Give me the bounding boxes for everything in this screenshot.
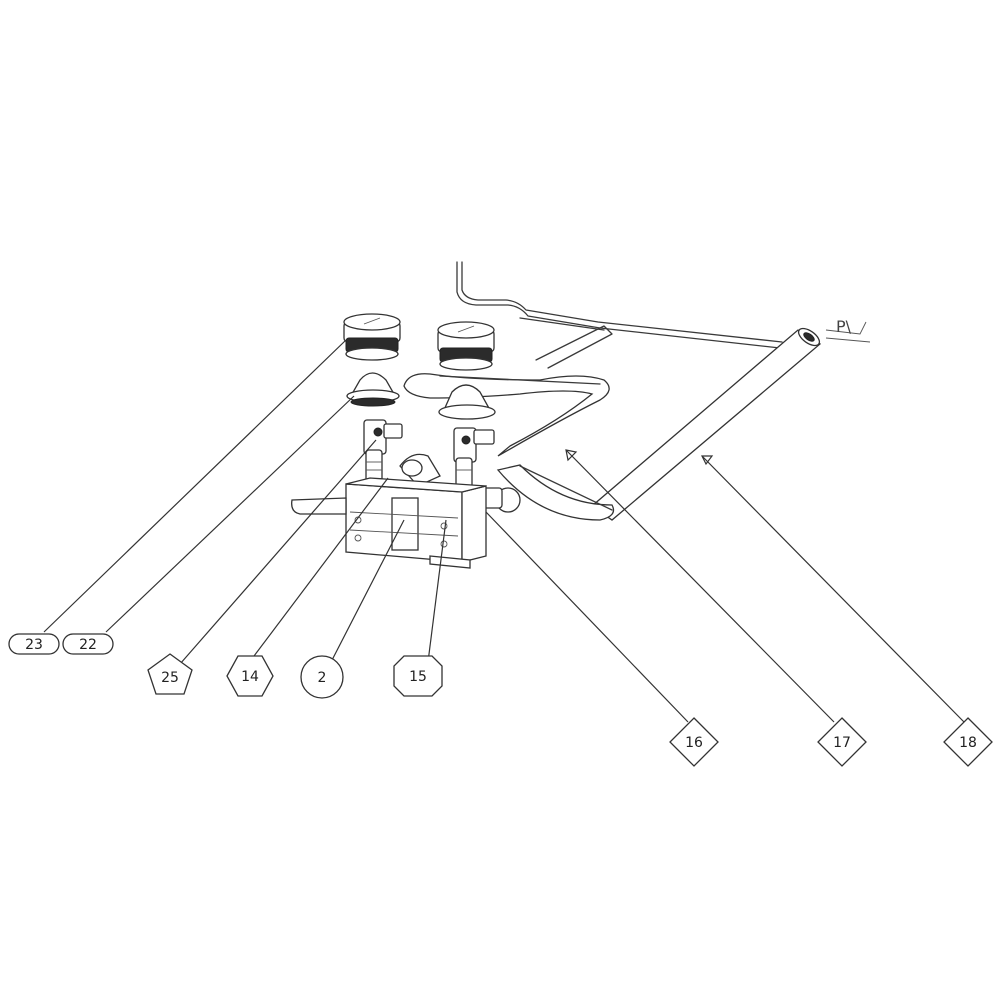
callout-23-label: 23 (25, 637, 43, 653)
leader-lines (43, 339, 965, 723)
callout-23: 23 (8, 633, 60, 655)
callout-18: 18 (943, 717, 993, 767)
valve-left (363, 419, 403, 485)
cap-right (437, 321, 495, 371)
gasket-left (346, 372, 400, 407)
callout-2: 2 (300, 655, 344, 699)
callout-22-label: 22 (79, 637, 97, 653)
callout-18-label: 18 (959, 735, 977, 751)
callout-17-label: 17 (833, 735, 851, 751)
straight-tube (590, 327, 822, 521)
callout-16-label: 16 (685, 735, 703, 751)
callout-2-label: 2 (318, 670, 327, 686)
callout-16: 16 (669, 717, 719, 767)
callout-15: 15 (393, 655, 443, 697)
gasket-right (438, 384, 496, 420)
callout-14-label: 14 (241, 669, 259, 685)
callout-17: 17 (817, 717, 867, 767)
frame-outline (456, 261, 871, 349)
corner-annotation: P\ (836, 317, 852, 336)
elbow-fitting (399, 453, 441, 487)
callout-25: 25 (147, 653, 193, 695)
cap-left (343, 313, 401, 361)
callout-14: 14 (226, 655, 274, 697)
callout-25-label: 25 (161, 670, 179, 686)
callout-15-label: 15 (409, 669, 427, 685)
callout-22: 22 (62, 633, 114, 655)
manifold-block (291, 477, 487, 569)
